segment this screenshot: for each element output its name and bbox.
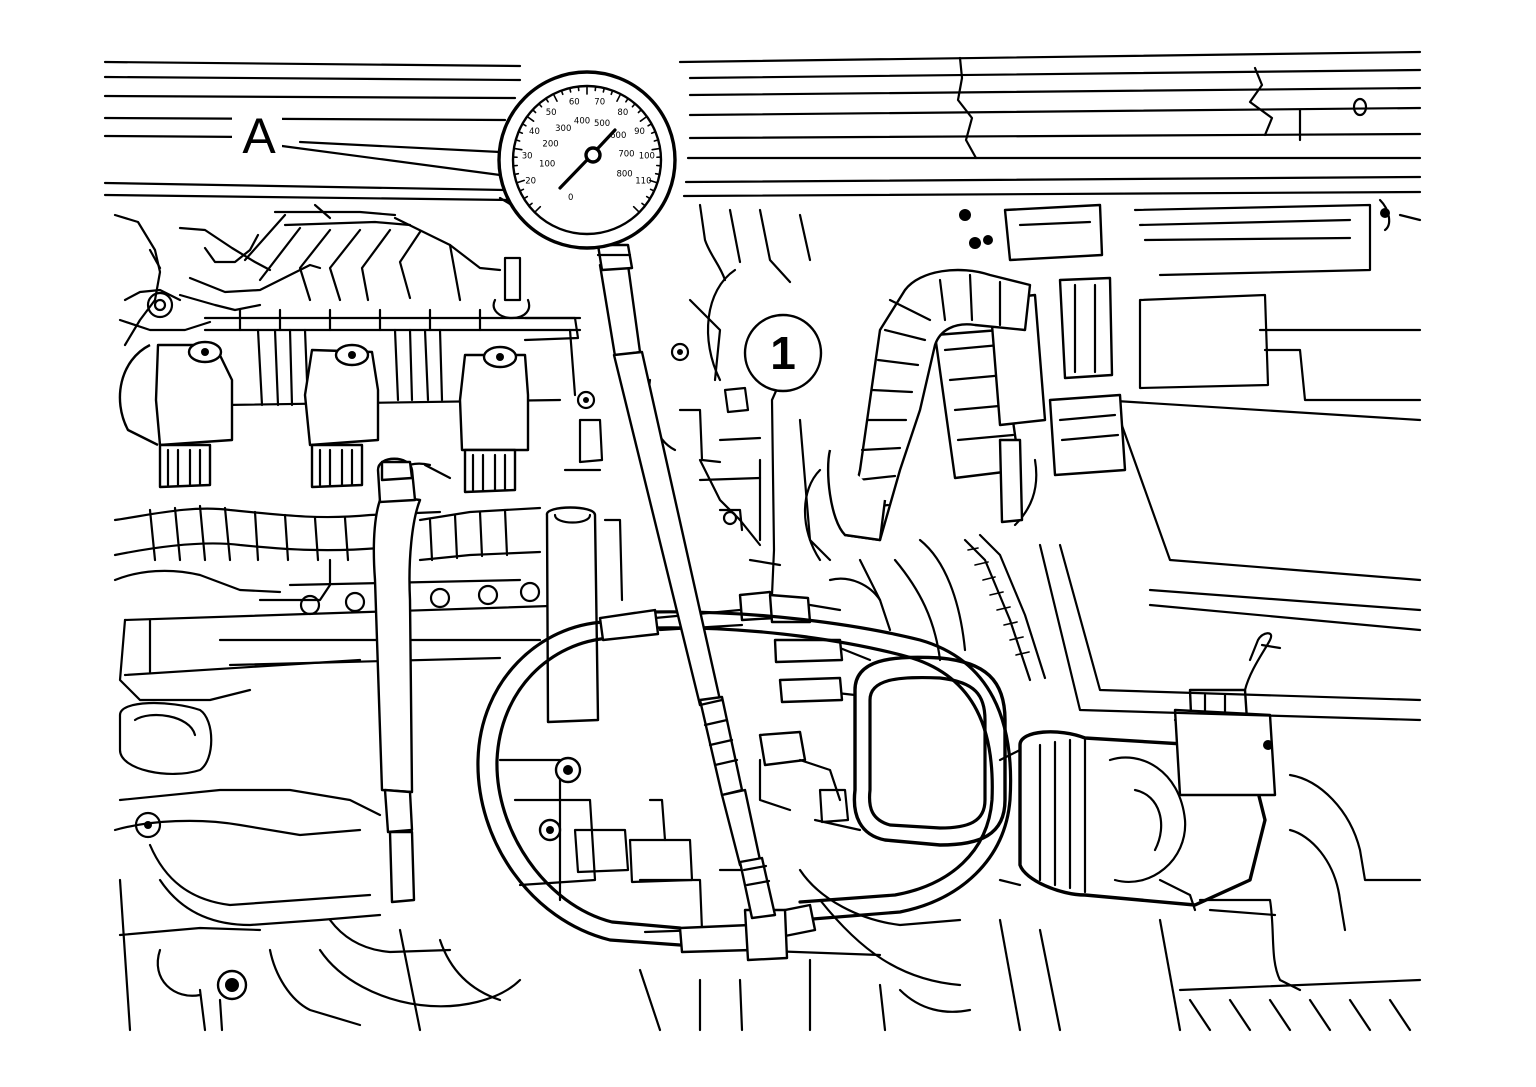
gauge-tick bbox=[528, 202, 533, 207]
callout-1: 1 bbox=[743, 313, 823, 597]
gauge-tick bbox=[602, 87, 606, 93]
injector-connector-1 bbox=[118, 340, 234, 489]
gauge-inner-label: 300 bbox=[555, 124, 571, 134]
gauge-inner-label: 700 bbox=[618, 150, 634, 160]
gauge-inner-label: 100 bbox=[539, 159, 555, 169]
maf-sensor bbox=[1173, 632, 1282, 797]
gauge-inner-label: 400 bbox=[574, 116, 590, 126]
gauge-tick bbox=[632, 205, 641, 214]
lower-left-structure bbox=[113, 702, 522, 1032]
relay-connector-group bbox=[933, 203, 1127, 527]
gauge-fitting bbox=[596, 243, 634, 272]
throttle-body bbox=[808, 638, 1007, 847]
gauge-tick bbox=[538, 102, 543, 108]
callout-1-circle bbox=[743, 313, 823, 393]
gauge-outer-label: 90 bbox=[634, 127, 645, 137]
gauge-inner-label: 200 bbox=[542, 140, 558, 150]
gauge-hose-loop bbox=[476, 608, 1013, 962]
gauge-tick bbox=[648, 179, 659, 184]
gauge-tick bbox=[514, 139, 521, 142]
gauge-outer-label: 100 bbox=[639, 151, 655, 161]
gauge-outer-label: 30 bbox=[522, 151, 533, 161]
sensor-wire-right bbox=[963, 438, 1047, 682]
gauge-tick bbox=[568, 87, 572, 93]
lower-centre-components bbox=[498, 756, 1062, 1032]
gauge-tick bbox=[533, 205, 542, 214]
view-label-a: A bbox=[232, 108, 282, 164]
gauge-inner-label: 500 bbox=[594, 119, 610, 129]
gauge-tick bbox=[552, 93, 558, 102]
gauge-tick bbox=[653, 139, 660, 142]
gauge-inner-label: 600 bbox=[610, 131, 626, 141]
gauge-tick bbox=[616, 93, 622, 102]
gauge-tick bbox=[641, 202, 646, 207]
gauge-outer-label: 20 bbox=[525, 177, 536, 187]
cylinder-head-rail bbox=[118, 578, 582, 702]
gauge-tick bbox=[639, 115, 648, 123]
gauge-tick bbox=[526, 115, 535, 123]
gauge-tick bbox=[517, 130, 524, 135]
fuel-rail-end bbox=[492, 256, 580, 342]
callout-1-number: 1 bbox=[770, 327, 796, 379]
gauge-tick bbox=[513, 172, 520, 176]
view-label-a-text: A bbox=[242, 108, 276, 164]
gauge-needle-tail bbox=[558, 158, 589, 190]
gauge-tick bbox=[521, 123, 527, 127]
fuel-supply-hose bbox=[372, 457, 422, 904]
gauge-pivot bbox=[584, 146, 602, 164]
injector-connector-2 bbox=[303, 343, 380, 489]
gauge-tick bbox=[651, 147, 661, 151]
gauge-tick bbox=[631, 102, 636, 108]
gauge-tick bbox=[649, 188, 656, 192]
gauge-outer-label: 40 bbox=[529, 127, 540, 137]
gauge-tick bbox=[518, 188, 525, 192]
gauge-outer-scale: 20 30 40 50 60 70 80 90 100 110 bbox=[522, 97, 655, 186]
gauge-tick bbox=[637, 108, 643, 114]
corrugated-hose bbox=[804, 268, 1032, 562]
gauge-tick bbox=[654, 172, 661, 176]
gauge-tick bbox=[560, 89, 564, 96]
gauge-tick bbox=[545, 97, 549, 103]
wiring-harness-lower bbox=[113, 462, 542, 602]
gauge-tick bbox=[625, 97, 629, 103]
gauge-inner-label: 800 bbox=[616, 170, 632, 180]
gauge-zero-label: 0 bbox=[568, 193, 573, 203]
gauge-tick bbox=[531, 108, 537, 114]
gauge-tick bbox=[647, 123, 653, 127]
air-filter-housing bbox=[1038, 198, 1422, 1032]
gauge-tube bbox=[598, 263, 777, 920]
fuel-line-fitting bbox=[653, 590, 850, 824]
gauge-outer-label: 50 bbox=[546, 108, 557, 118]
gauge-tick bbox=[523, 195, 529, 200]
gauge-outer-label: 60 bbox=[569, 97, 580, 107]
gauge-tick-marks bbox=[512, 85, 662, 214]
gauge-tick bbox=[515, 179, 526, 184]
view-a-leader bbox=[280, 144, 502, 177]
gauge-outer-label: 80 bbox=[617, 108, 628, 118]
gauge-tick bbox=[513, 147, 523, 151]
centre-pipe bbox=[545, 506, 624, 724]
gauge-outer-label: 110 bbox=[635, 177, 651, 187]
injector-connector-3 bbox=[458, 345, 530, 494]
gauge-tick bbox=[610, 89, 614, 96]
cowl-panel bbox=[103, 50, 1422, 202]
gauge-tick bbox=[645, 195, 651, 200]
gauge-tick bbox=[650, 130, 657, 135]
callout-1-leader bbox=[770, 389, 778, 597]
gauge-outer-label: 70 bbox=[594, 97, 605, 107]
